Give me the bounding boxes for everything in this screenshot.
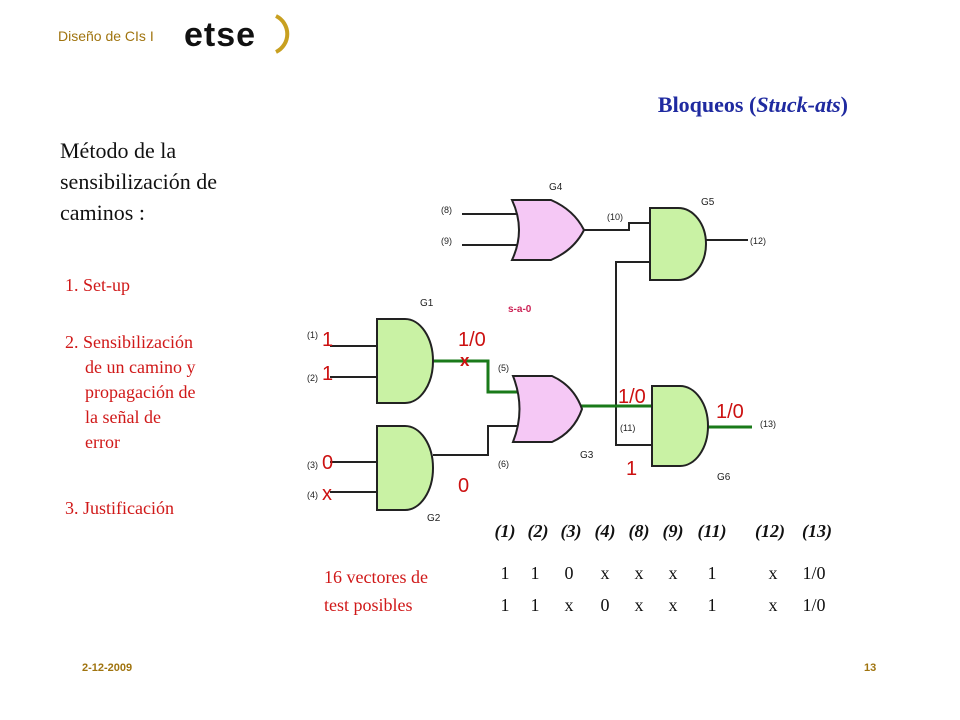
page-number: 13 — [864, 662, 877, 674]
col-header: (2) — [527, 521, 549, 541]
net-8: (8) — [441, 205, 452, 215]
net-9: (9) — [441, 236, 452, 246]
etse-logo: etse — [180, 12, 290, 61]
label-g3: G3 — [580, 450, 594, 461]
net-6: (6) — [498, 459, 509, 469]
label-g5: G5 — [701, 197, 715, 208]
table-cell: 0 — [600, 595, 610, 615]
col-header: (11) — [697, 521, 727, 541]
table-cell: x — [668, 595, 678, 615]
label-g6: G6 — [717, 472, 731, 483]
value-g1-out: 1/0 — [458, 329, 486, 351]
col-header: (8) — [628, 521, 650, 541]
net-12: (12) — [750, 236, 766, 246]
fault-label: s-a-0 — [508, 304, 532, 315]
label-g4: G4 — [549, 182, 563, 193]
net-13: (13) — [760, 419, 776, 429]
net-1: (1) — [307, 330, 318, 340]
col-header: (1) — [494, 521, 516, 541]
value-g3-out: 1/0 — [618, 386, 646, 408]
net-4: (4) — [307, 490, 318, 500]
step-sensitization: 2. Sensibilización de un camino y propag… — [65, 332, 196, 452]
gate-g3-or — [511, 375, 584, 443]
table-cell: 1 — [707, 563, 717, 583]
table-cell: 1 — [707, 595, 717, 615]
table-cell: x — [668, 563, 678, 583]
col-header: (3) — [560, 521, 582, 541]
value-net-4: x — [322, 483, 332, 505]
net-11: (11) — [620, 423, 635, 433]
method-title: Método de la sensibilización de caminos … — [60, 138, 218, 225]
table-cell: x — [768, 563, 778, 583]
table-cell: 1/0 — [802, 595, 826, 615]
net-10: (10) — [607, 212, 623, 222]
step-setup: 1. Set-up — [65, 275, 130, 295]
col-header: (9) — [662, 521, 684, 541]
net-3: (3) — [307, 460, 318, 470]
fault-marker: x — [460, 351, 470, 370]
gate-g5-and — [649, 207, 707, 281]
table-cell: x — [600, 563, 610, 583]
value-net-1: 1 — [322, 329, 333, 351]
value-g6-out: 1/0 — [716, 401, 744, 423]
table-cell: 1 — [530, 563, 540, 583]
label-g1: G1 — [420, 298, 434, 309]
value-net-3: 0 — [322, 452, 333, 474]
test-count-note: 16 vectores de test posibles — [324, 567, 428, 615]
col-header: (12) — [755, 521, 785, 541]
table-cell: 1 — [500, 563, 510, 583]
table-cell: x — [634, 563, 644, 583]
table-cell: 1 — [500, 595, 510, 615]
value-net-2: 1 — [322, 363, 333, 385]
net-5: (5) — [498, 363, 509, 373]
table-cell: 1 — [530, 595, 540, 615]
logo-text: etse — [184, 16, 256, 54]
footer-date: 2-12-2009 — [82, 662, 133, 674]
gate-g2-and — [376, 425, 434, 511]
table-cell: x — [634, 595, 644, 615]
gate-g1-and — [376, 318, 434, 404]
course-name: Diseño de CIs I — [58, 28, 154, 44]
table-cell: 1/0 — [802, 563, 826, 583]
table-cell: x — [564, 595, 574, 615]
slide-title: Bloqueos (Stuck-ats) — [657, 92, 848, 117]
net-2: (2) — [307, 373, 318, 383]
table-cell: 0 — [564, 563, 574, 583]
col-header: (4) — [594, 521, 616, 541]
step-justification: 3. Justificación — [65, 498, 174, 518]
value-g2-out: 0 — [458, 475, 469, 497]
table-cell: x — [768, 595, 778, 615]
value-net-11: 1 — [626, 458, 637, 480]
gate-g6-and — [651, 385, 709, 467]
label-g2: G2 — [427, 513, 441, 524]
gate-g4-or — [510, 199, 586, 261]
col-header: (13) — [802, 521, 832, 541]
